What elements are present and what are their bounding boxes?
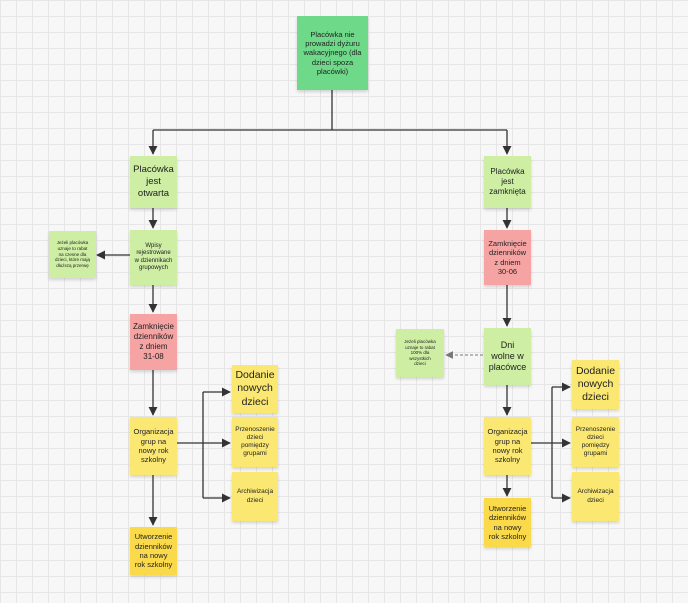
organize-node-right[interactable]: Organizacja grup na nowy rok szkolny: [484, 417, 531, 475]
create-logs-node-left[interactable]: Utworzenie dzienników na nowy rok szkoln…: [130, 527, 177, 575]
move-children-node-left[interactable]: Przenoszenie dzieci pomiędzy grupami: [232, 417, 278, 467]
archive-children-node-right[interactable]: Archiwizacja dzieci: [572, 472, 619, 521]
create-logs-node-right[interactable]: Utworzenie dzienników na nowy rok szkoln…: [484, 498, 531, 547]
archive-children-node-left[interactable]: Archiwizacja dzieci: [232, 472, 278, 521]
connector-organize-branch-right: [531, 387, 553, 498]
entries-node[interactable]: Wpisy rejestrowane w dziennikach grupowy…: [130, 230, 177, 285]
discount-note-left[interactable]: Jeżeli placówka uznaje to rabat na czesn…: [49, 231, 96, 278]
close-logs-node-right[interactable]: Zamknięcie dzienników z dniem 30-06: [484, 230, 531, 285]
add-children-node-right[interactable]: Dodanie nowych dzieci: [572, 360, 619, 409]
discount-note-right[interactable]: Jeżeli placówka uznaje to rabat 100% dla…: [396, 329, 444, 377]
open-node[interactable]: Placówka jest otwarta: [130, 156, 177, 208]
root-node[interactable]: Placówka nie prowadzi dyżuru wakacyjnego…: [297, 16, 368, 90]
days-off-node[interactable]: Dni wolne w placówce: [484, 328, 531, 385]
add-children-node-left[interactable]: Dodanie nowych dzieci: [232, 365, 278, 413]
closed-node[interactable]: Placówka jest zamknięta: [484, 156, 531, 208]
root-split-connector: [153, 90, 507, 131]
close-logs-node-left[interactable]: Zamknięcie dzienników z dniem 31-08: [130, 314, 177, 370]
move-children-node-right[interactable]: Przenoszenie dzieci pomiędzy grupami: [572, 417, 619, 467]
organize-node-left[interactable]: Organizacja grup na nowy rok szkolny: [130, 417, 177, 475]
connector-organize-branch: [177, 392, 204, 498]
